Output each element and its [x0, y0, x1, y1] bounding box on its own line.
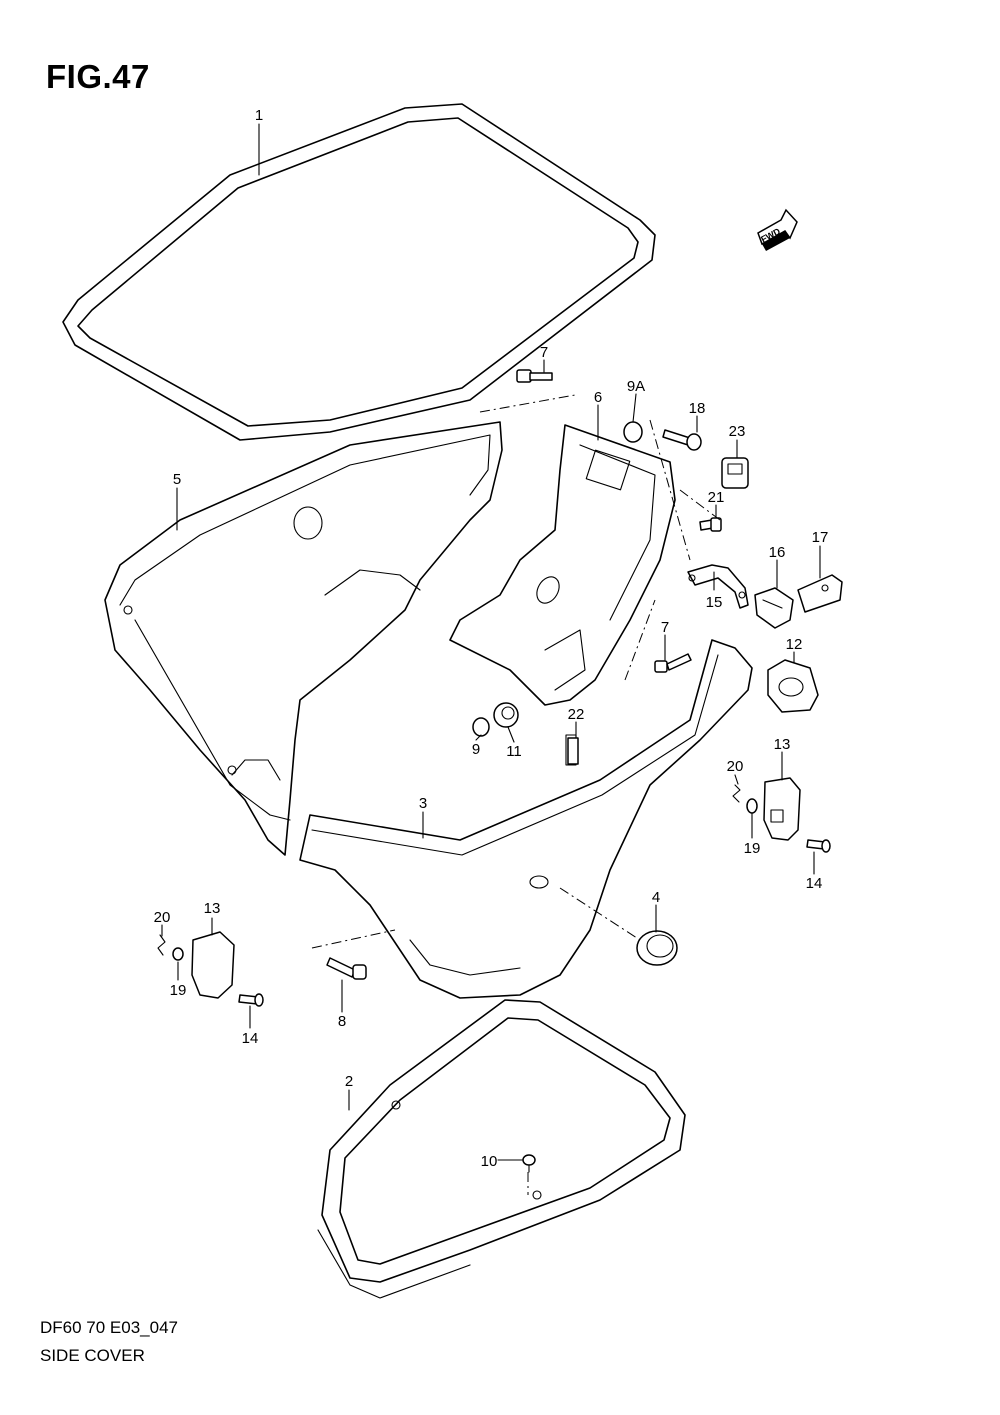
bolt-7-lower [654, 653, 692, 673]
bracket-15 [687, 564, 749, 609]
callout-6: 6 [594, 389, 602, 406]
callout-8: 8 [338, 1013, 346, 1030]
pad-13-left [191, 931, 235, 999]
callout-19a: 19 [744, 840, 761, 857]
callout-7a: 7 [540, 344, 548, 361]
callout-22: 22 [568, 706, 585, 723]
callout-14a: 14 [806, 875, 823, 892]
callout-19b: 19 [170, 982, 187, 999]
alignment-lines [311, 394, 721, 1195]
callout-20b: 20 [154, 909, 171, 926]
callout-21: 21 [708, 489, 725, 506]
callout-2: 2 [345, 1073, 353, 1090]
callout-13b: 13 [204, 900, 221, 917]
callout-17: 17 [812, 529, 829, 546]
tab-22 [567, 737, 579, 765]
callout-15: 15 [706, 594, 723, 611]
callout-13a: 13 [774, 736, 791, 753]
callout-11: 11 [506, 743, 522, 760]
grommet-9 [472, 717, 490, 737]
bolt-21 [699, 517, 722, 532]
callout-1: 1 [255, 107, 263, 124]
callout-5: 5 [173, 471, 181, 488]
callout-9: 9 [472, 741, 480, 758]
leader-lines [161, 123, 821, 1161]
hinge-16 [754, 587, 794, 629]
clip-20-right [732, 784, 741, 803]
clip-20-left [157, 934, 166, 956]
latch-17 [797, 574, 843, 613]
callout-23: 23 [729, 423, 746, 440]
callout-9a: 9A [627, 378, 645, 395]
callout-7b: 7 [661, 619, 669, 636]
diagram-name: SIDE COVER [40, 1346, 145, 1365]
screw-14-right [806, 839, 831, 853]
callout-14b: 14 [242, 1030, 259, 1047]
bottom-seal-frame [317, 999, 686, 1299]
diagram-code: DF60 70 E03_047 [40, 1318, 178, 1337]
nut-9a [623, 421, 643, 443]
clip-23 [721, 457, 749, 489]
callout-labels: 1 2 3 4 5 6 7 7 8 9 9A 10 11 12 13 13 14… [154, 107, 829, 1170]
inner-starboard-panel [449, 424, 676, 706]
callout-4: 4 [652, 889, 660, 906]
bolt-8 [326, 957, 367, 980]
plug-4 [636, 930, 678, 966]
top-seal-frame [62, 103, 656, 441]
callout-10: 10 [481, 1153, 498, 1170]
bolt-7-upper [516, 369, 553, 383]
washer-19-left [172, 947, 184, 961]
pad-13-right [763, 777, 801, 841]
callout-12: 12 [786, 636, 803, 653]
starboard-side-cover [299, 639, 753, 999]
callout-3: 3 [419, 795, 427, 812]
callout-18: 18 [689, 400, 706, 417]
port-side-cover [104, 421, 503, 856]
grommet-12 [767, 659, 819, 713]
screw-14-left [238, 993, 264, 1007]
fwd-arrow-icon: FWD [757, 208, 798, 251]
bolt-18 [662, 429, 702, 451]
figure-title: FIG.47 [46, 58, 150, 95]
callout-16: 16 [769, 544, 786, 561]
callout-20a: 20 [727, 758, 744, 775]
bushing-11 [493, 702, 519, 728]
washer-19-right [746, 798, 758, 814]
pin-10 [522, 1154, 536, 1173]
